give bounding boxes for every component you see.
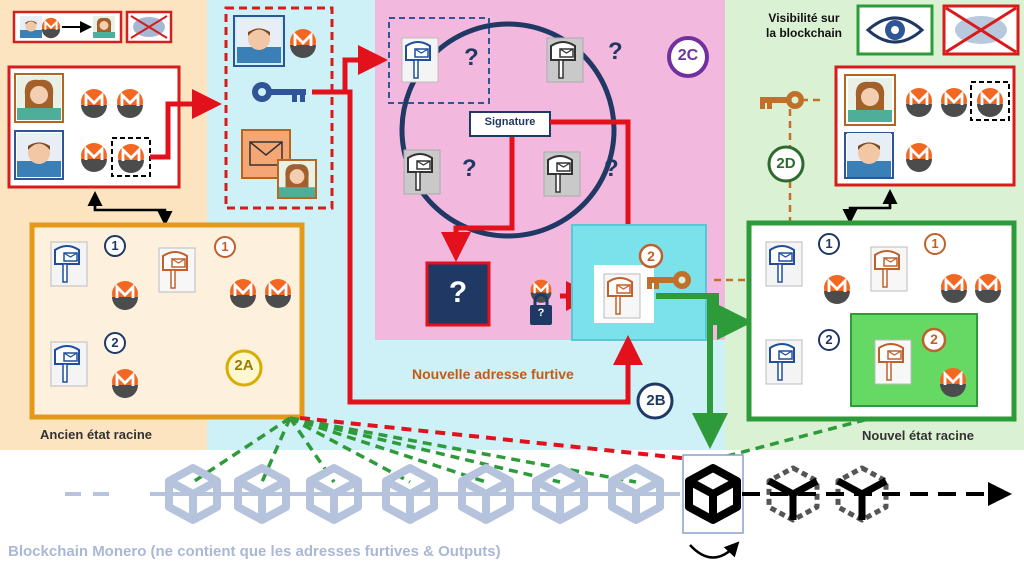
visibility-title-line1: Visibilité sur	[768, 11, 840, 25]
monero-coin-received-icon	[975, 86, 1005, 119]
output-counter: 1	[825, 236, 833, 251]
badge-2c: 2C	[677, 47, 699, 64]
old-root-state	[29, 222, 305, 420]
signature-box	[469, 111, 551, 137]
new-root-label: Nouvel état racine	[862, 428, 974, 443]
signature-to-address-arrow	[550, 119, 643, 258]
unknown-mark: ?	[462, 155, 477, 182]
receiver-avatar	[848, 78, 892, 122]
monero-coin-icon	[79, 87, 109, 120]
visibility-title: Visibilité sur la blockchain	[756, 11, 852, 41]
output-counter: 1	[111, 238, 119, 253]
monero-coin-icon	[115, 87, 145, 120]
old-root-label: Ancien état racine	[40, 427, 152, 442]
stealth-derivation-arrow	[312, 89, 643, 405]
current-block-icon	[685, 464, 741, 524]
output-counter: 2	[930, 331, 938, 347]
receiver-avatar	[17, 76, 61, 120]
unknown-mark: ?	[608, 38, 623, 65]
lock-mark: ?	[537, 307, 545, 319]
ring-signature-group	[388, 17, 709, 239]
unknown-mark: ?	[464, 44, 479, 71]
blockchain	[65, 454, 1012, 559]
receiver-avatar	[278, 160, 316, 198]
current-block-loop-arrow	[689, 541, 740, 559]
future-block-icon	[766, 465, 820, 523]
output-counter: 2	[825, 332, 833, 347]
legend-hidden-transfer	[125, 10, 173, 44]
hidden-input-mark: ?	[448, 276, 468, 309]
output-counter: 2	[111, 335, 119, 350]
sender-avatar	[17, 133, 61, 177]
merkle-links	[192, 416, 873, 484]
output-counter: 2	[647, 248, 655, 264]
new-root-state	[746, 220, 1017, 422]
signature-label: Signature	[484, 116, 536, 128]
sender-avatar	[237, 19, 281, 63]
stealth-address-icon	[50, 241, 88, 287]
sender-wallet	[7, 65, 181, 189]
stealth-address-icon	[158, 247, 196, 293]
output-counter: 1	[931, 236, 939, 251]
unknown-mark: ?	[604, 155, 619, 182]
new-stealth-address	[571, 224, 707, 420]
visibility-title-line2: la blockchain	[765, 26, 843, 40]
badge-2b: 2B	[646, 392, 666, 409]
legend-visible-transfer	[12, 10, 123, 44]
hidden-input-box	[425, 261, 553, 327]
transaction-box	[224, 6, 334, 210]
badge-2a: 2A	[234, 357, 254, 374]
spend-arrow	[150, 89, 222, 160]
blockchain-label: Blockchain Monero (ne contient que les a…	[8, 543, 501, 560]
stealth-address-icon	[50, 341, 88, 387]
monero-coin-spent-icon	[116, 142, 146, 175]
visibility-legend	[856, 4, 1020, 56]
signature-to-secret-arrow	[441, 137, 515, 262]
receiver-wallet	[767, 65, 1016, 187]
ring-circle	[399, 21, 617, 239]
sender-avatar	[847, 133, 891, 177]
publish-arrow	[656, 293, 728, 449]
monero-coin-icon	[79, 141, 109, 174]
new-address-label: Nouvelle adresse furtive	[412, 366, 574, 382]
output-counter: 1	[221, 239, 229, 254]
badge-2d: 2D	[776, 155, 796, 172]
